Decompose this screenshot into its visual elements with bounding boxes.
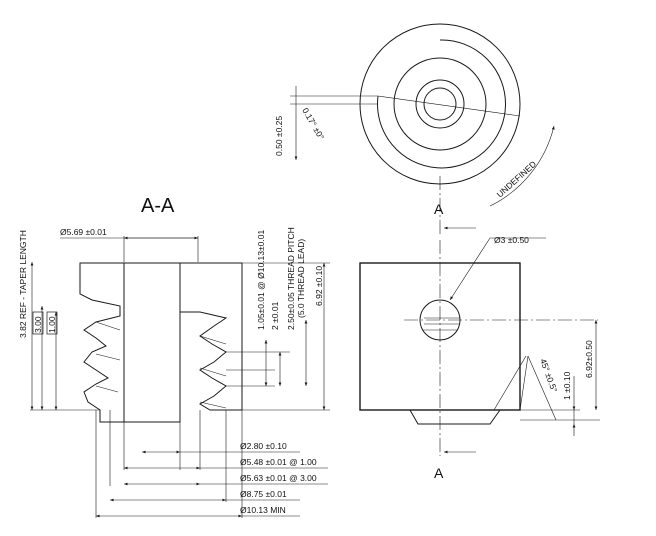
dim-box-100: 1.00 [47, 316, 57, 333]
front-view: Ø3 ±0.50 6.92±0.50 1 ±0.10 45° ±0.5° A [359, 235, 600, 481]
dim-box-300: 3.00 [33, 316, 43, 333]
dim-692-right: 6.92±0.50 [584, 340, 594, 378]
dim-250: 2.50±0.05 THREAD PITCH [286, 227, 296, 330]
dim-250-sub: (5.0 THREAD LEAD) [296, 239, 306, 318]
section-view: A-A Ø5.69 ±0.01 3.82 REF - TAPER LENGTH … [18, 195, 330, 518]
dim-hole: Ø3 ±0.50 [494, 235, 529, 245]
right-wall-section [179, 262, 243, 411]
angle-45: 45° ±0.5° [538, 357, 559, 393]
angle-017: 0.17° ±0° [300, 106, 326, 141]
dim-2: 2 ±0.01 [270, 301, 280, 330]
top-view: 0.50 ±0.25 0.17° ±0° UNDEFINED A [274, 23, 555, 236]
dim-d-548: Ø5.48 ±0.01 @ 1.00 [240, 457, 317, 467]
dim-d-1013: Ø10.13 MIN [240, 505, 286, 515]
left-wall-section [79, 262, 125, 423]
section-title: A-A [141, 195, 175, 217]
dim-1: 1 ±0.10 [562, 371, 572, 400]
section-marker-bottom: A [434, 465, 444, 481]
dim-050: 0.50 ±0.25 [274, 116, 284, 156]
angle-undefined: UNDEFINED [495, 159, 539, 200]
dim-taper-length: 3.82 REF - TAPER LENGTH [18, 230, 28, 338]
dim-d-563: Ø5.63 ±0.01 @ 3.00 [240, 473, 317, 483]
dim-105: 1.05±0.01 @ Ø10.13±0.01 [256, 230, 266, 330]
dim-d-280: Ø2.80 ±0.10 [240, 441, 287, 451]
dim-top-diameter: Ø5.69 ±0.01 [60, 227, 107, 237]
dim-d-875: Ø8.75 ±0.01 [240, 489, 287, 499]
dim-692-left: 6.92 ±0.10 [314, 266, 324, 306]
section-marker-top: A [434, 201, 444, 217]
bore [123, 262, 181, 423]
